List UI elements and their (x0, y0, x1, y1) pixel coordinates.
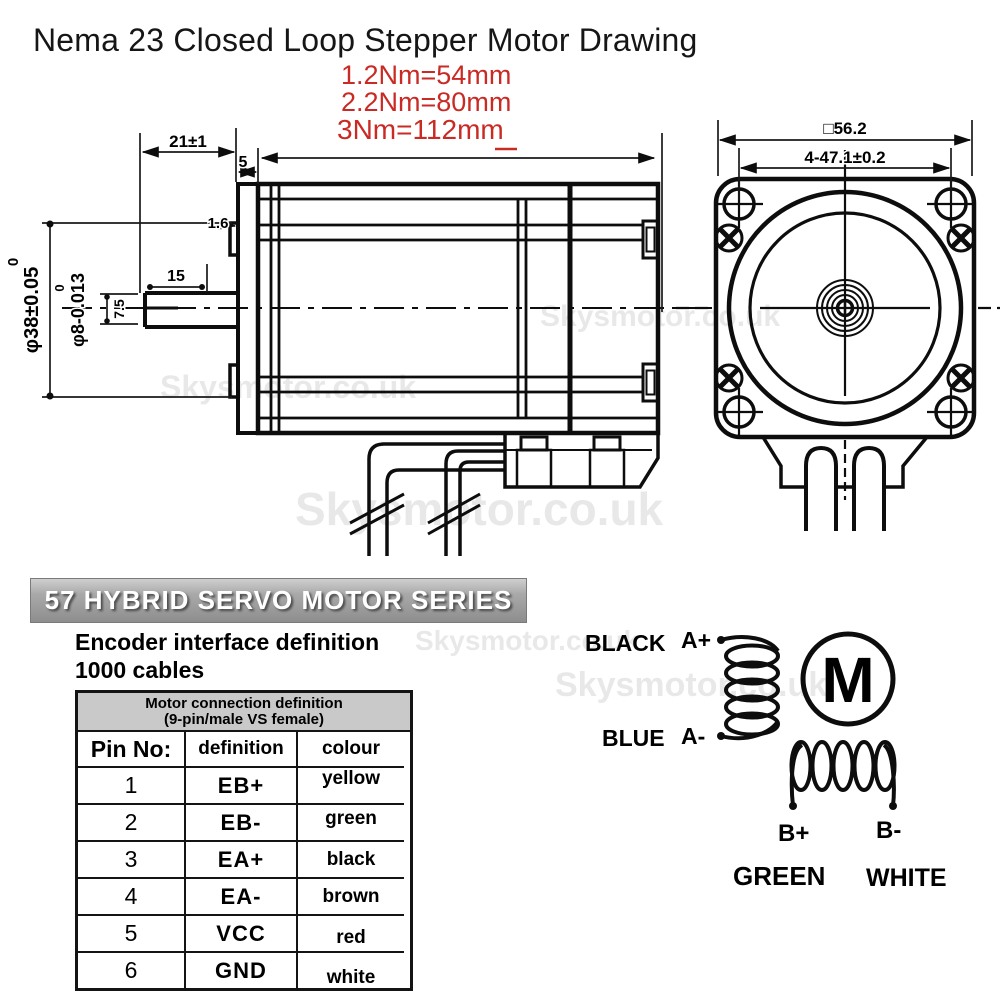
col-header-colour: colour (298, 732, 404, 768)
dim-boss-dia: φ38±0.05 (21, 267, 43, 353)
phase-a-wire1-terminal-label: A+ (681, 627, 711, 653)
side-extension-lines (42, 128, 663, 398)
phase-a-wire2-terminal-label: A- (681, 723, 705, 749)
table-cell-definition: EB- (186, 805, 298, 842)
colour-value: green (325, 807, 377, 829)
connection-table: Motor connection definition (9-pin/male … (75, 690, 413, 991)
motor-shaft (143, 291, 238, 329)
coil-phase-b (789, 740, 897, 792)
table-cell-pin: 5 (78, 916, 186, 953)
wiring-diagram: BLACK A+ BLUE A- M B+ B- GREEN (585, 627, 947, 892)
dim-shaft-dia-tol: 0 (52, 284, 67, 291)
motor-cables-side (349, 442, 505, 556)
col-header-definition: definition (186, 732, 298, 768)
colour-value: black (326, 848, 376, 870)
phase-a-wire2-color-label: BLUE (602, 725, 665, 751)
phase-a-wire1-color-label: BLACK (585, 630, 666, 656)
motor-symbol-circle (800, 631, 896, 727)
terminal-dot-b-plus (789, 802, 797, 810)
dim-boss-height: 1.6 (208, 215, 229, 232)
colour-value: brown (322, 885, 380, 907)
front-cable (852, 445, 886, 531)
torque-length-spec-2: 2.2Nm=80mm (341, 87, 512, 117)
phase-b-wire1-color-label: GREEN (733, 861, 825, 891)
wire-b-minus (882, 743, 896, 807)
dim-flange-thickness: 5 (239, 154, 248, 171)
table-cell-definition: EA+ (186, 842, 298, 879)
motor-body-outline (228, 181, 661, 436)
table-cell-pin: 3 (78, 842, 186, 879)
colour-value: white (326, 966, 376, 988)
watermark-text: Skysmotor.co.uk (295, 483, 664, 535)
dim-key-flat: 7.5 (111, 299, 127, 319)
connection-table-title-line1: Motor connection definition (145, 694, 343, 712)
dim-shaft-length: 21±1 (169, 132, 207, 151)
table-cell-colour: white (298, 953, 404, 988)
front-crosshair (676, 150, 1000, 396)
front-dimension-lines (718, 134, 972, 174)
dim-hole-spacing: 4-47.1±0.2 (804, 148, 885, 167)
front-view: □56.2 4-47.1±0.2 (676, 118, 1000, 531)
table-cell-pin: 4 (78, 879, 186, 916)
table-cell-colour: black (298, 842, 404, 879)
series-banner-text: 57 HYBRID SERVO MOTOR SERIES (44, 585, 513, 615)
table-cell-pin: 1 (78, 768, 186, 805)
table-cell-pin: 6 (78, 953, 186, 988)
table-cell-pin: 2 (78, 805, 186, 842)
colour-value: yellow (321, 767, 381, 789)
table-cell-colour: green (298, 805, 404, 842)
series-banner: 57 HYBRID SERVO MOTOR SERIES (30, 578, 527, 623)
table-cell-colour: yellow (298, 768, 404, 805)
phase-b-wire1-terminal-label: B+ (778, 820, 809, 847)
motor-symbol-letter: M (821, 644, 874, 716)
col-header-pin: Pin No: (78, 732, 186, 768)
dim-square-size: □56.2 (823, 119, 866, 138)
rear-connector (503, 433, 660, 489)
side-dimension-lines (46, 146, 656, 400)
table-cell-definition: GND (186, 953, 298, 988)
dim-key-length: 15 (167, 268, 185, 285)
table-cell-definition: VCC (186, 916, 298, 953)
watermark-text: Skysmotor.co.uk (555, 666, 827, 704)
page-title: Nema 23 Closed Loop Stepper Motor Drawin… (33, 22, 698, 58)
connection-table-title-line2: (9-pin/male VS female) (163, 710, 325, 728)
dim-shaft-dia: φ8-0.013 (68, 273, 88, 347)
table-cell-colour: red (298, 916, 404, 953)
encoder-heading-line2: 1000 cables (75, 657, 205, 683)
phase-b-wire2-terminal-label: B- (876, 817, 901, 844)
front-cable-housing (761, 435, 929, 531)
dim-boss-dia-tol: 0 (5, 258, 22, 266)
coil-phase-a (724, 643, 780, 737)
watermark-text: Skysmotor.co.uk (160, 369, 416, 405)
connection-table-title: Motor connection definition (9-pin/male … (78, 693, 410, 732)
torque-length-spec-1: 1.2Nm=54mm (341, 60, 512, 90)
terminal-dot-b-minus (889, 802, 897, 810)
watermark-layer: Skysmotor.co.uk Skysmotor.co.uk Skysmoto… (160, 300, 827, 704)
table-cell-definition: EA- (186, 879, 298, 916)
table-cell-colour: brown (298, 879, 404, 916)
table-cell-definition: EB+ (186, 768, 298, 805)
side-view: 21±1 5 1.6 15 7.5 0 φ38±0.05 0 φ8-0.013 (4, 128, 712, 556)
wire-b-plus (789, 743, 804, 807)
front-extension-lines (717, 120, 973, 200)
colour-value: red (336, 926, 366, 948)
rear-screws (641, 219, 660, 403)
encoder-heading-line1: Encoder interface definition (75, 629, 380, 655)
torque-length-spec-3: 3Nm=112mm (337, 114, 504, 145)
phase-b-wire2-color-label: WHITE (866, 864, 947, 892)
front-cable (804, 445, 838, 531)
wire-a-plus (720, 635, 780, 653)
watermark-text: Skysmotor.co.uk (415, 625, 640, 656)
flange-screws (714, 223, 976, 393)
